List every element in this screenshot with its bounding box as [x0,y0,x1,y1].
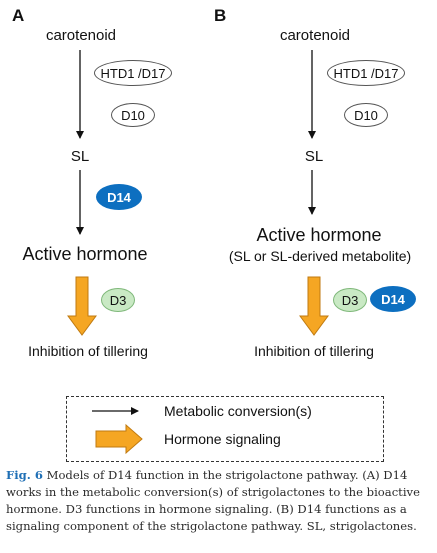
legend-signaling-label: Hormone signaling [164,431,281,447]
panel-a-signaling-d3: D3 [101,288,135,312]
legend [66,396,384,462]
panel-label-b: B [214,6,227,25]
signaling-arrow-a [67,276,97,336]
panel-a-receptor-d14: D14 [96,184,142,210]
panel-b-enzyme-htd1-d17: HTD1 /D17 [327,60,405,86]
legend-metabolic-label: Metabolic conversion(s) [164,403,312,419]
legend-thick-arrow-icon [95,423,143,455]
panel-b-signaling-d3: D3 [333,288,367,312]
panel-a-active-hormone: Active hormone [22,244,148,264]
panel-a-carotenoid: carotenoid [45,27,117,44]
panel-label-a: A [12,6,25,25]
panel-b-active-hormone: Active hormone [256,225,382,245]
panel-a-sl: SL [70,148,90,165]
panel-b-sl: SL [304,148,324,165]
panel-b-signaling-d14: D14 [370,286,416,312]
figure-caption: Fig. 6 Models of D14 function in the str… [6,467,431,535]
panel-a-enzyme-d10: D10 [111,103,155,127]
panel-a-outcome: Inhibition of tillering [28,343,148,359]
signaling-arrow-b [299,276,329,336]
caption-text: Models of D14 function in the strigolact… [6,468,420,533]
panel-a-enzyme-htd1-d17: HTD1 /D17 [94,60,172,86]
figure-label: Fig. 6 [6,468,43,482]
panel-b-hormone-note: (SL or SL-derived metabolite) [228,248,412,264]
panel-b-enzyme-d10: D10 [344,103,388,127]
panel-b-carotenoid: carotenoid [279,27,351,44]
panel-b-outcome: Inhibition of tillering [254,343,374,359]
